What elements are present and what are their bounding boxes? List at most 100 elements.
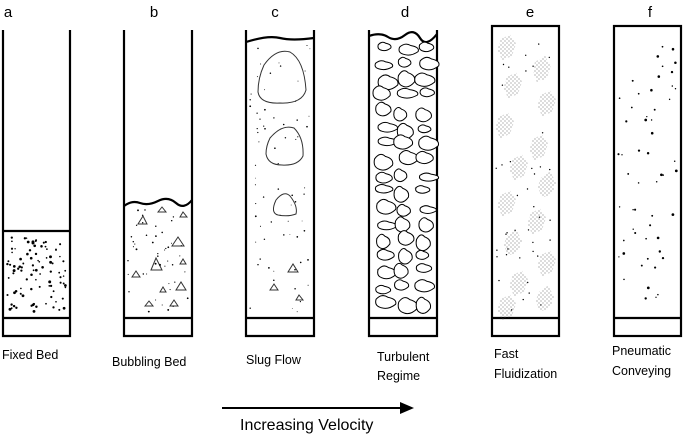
svg-text:Slug Flow: Slug Flow bbox=[246, 353, 302, 367]
particle bbox=[274, 147, 276, 149]
particle bbox=[7, 260, 10, 263]
particle bbox=[549, 239, 551, 241]
particle bbox=[301, 220, 303, 222]
particle bbox=[627, 172, 630, 175]
turbulent-void bbox=[418, 172, 440, 182]
caption-bubbling-bed: Bubbling Bed bbox=[112, 355, 186, 369]
particle bbox=[179, 255, 181, 257]
particle bbox=[19, 292, 22, 295]
particle bbox=[58, 271, 61, 274]
particle bbox=[533, 206, 535, 208]
particle bbox=[307, 259, 309, 261]
particle-cluster bbox=[498, 190, 516, 216]
particle bbox=[622, 252, 626, 255]
particle bbox=[31, 264, 35, 267]
particle bbox=[655, 181, 658, 183]
particle bbox=[44, 245, 47, 248]
particle bbox=[279, 65, 282, 67]
particle-dots bbox=[6, 236, 67, 313]
particle bbox=[509, 161, 512, 163]
particle bbox=[526, 188, 529, 190]
particle bbox=[254, 164, 257, 166]
particle bbox=[549, 168, 551, 171]
particle bbox=[299, 301, 301, 303]
turbulent-void bbox=[415, 150, 434, 165]
particle bbox=[49, 284, 53, 288]
particle bbox=[514, 229, 516, 231]
particle bbox=[297, 80, 299, 82]
panel-letter-d: d bbox=[401, 4, 409, 21]
particle bbox=[618, 97, 621, 100]
particle bbox=[668, 98, 671, 101]
particle bbox=[506, 232, 508, 234]
particle bbox=[50, 295, 53, 299]
particle bbox=[637, 182, 640, 184]
particle bbox=[296, 236, 299, 238]
particle bbox=[21, 294, 25, 298]
particle bbox=[657, 293, 659, 296]
particle bbox=[656, 236, 660, 240]
caption-fixed-bed: Fixed Bed bbox=[2, 348, 58, 362]
particle bbox=[505, 233, 507, 235]
particle bbox=[164, 249, 166, 251]
particle bbox=[650, 131, 654, 135]
turbulent-void bbox=[393, 168, 408, 183]
particle bbox=[169, 289, 171, 291]
svg-text:Fixed Bed: Fixed Bed bbox=[2, 348, 58, 362]
slug-bubble bbox=[265, 126, 304, 166]
particle bbox=[645, 237, 647, 240]
particle bbox=[502, 63, 505, 66]
particle bbox=[12, 265, 16, 268]
caption-turbulent-regime: Turbulent Regime bbox=[377, 350, 430, 383]
turbulent-void bbox=[415, 249, 430, 260]
turbulent-void bbox=[374, 60, 394, 71]
turbulent-voids bbox=[372, 41, 440, 315]
particle bbox=[172, 216, 175, 218]
particle bbox=[37, 259, 39, 262]
panel-letter-e: e bbox=[526, 4, 534, 21]
particle bbox=[30, 304, 33, 307]
particle bbox=[45, 302, 47, 305]
particle bbox=[270, 221, 272, 223]
slug-bubble bbox=[257, 50, 307, 104]
turbulent-void bbox=[415, 296, 432, 314]
particle-cluster bbox=[498, 294, 516, 320]
particle-clusters bbox=[495, 34, 556, 320]
turbulent-void bbox=[393, 262, 409, 279]
particle-cluster bbox=[533, 56, 551, 82]
particle bbox=[62, 282, 65, 285]
particle bbox=[650, 88, 653, 92]
column-slug-flow bbox=[244, 30, 316, 338]
particle bbox=[6, 293, 9, 297]
turbulent-void bbox=[375, 171, 393, 184]
particle bbox=[132, 246, 134, 248]
particle bbox=[674, 88, 677, 90]
particle bbox=[55, 248, 57, 251]
particle bbox=[155, 235, 157, 237]
particle bbox=[296, 311, 298, 313]
particle bbox=[8, 307, 12, 311]
particle bbox=[171, 264, 174, 266]
particle-cluster bbox=[538, 250, 556, 276]
particle bbox=[618, 206, 621, 208]
particle bbox=[256, 76, 258, 78]
particle bbox=[651, 214, 654, 217]
particle bbox=[254, 215, 257, 218]
particle bbox=[10, 236, 13, 239]
particle bbox=[548, 56, 550, 59]
particle bbox=[40, 245, 43, 248]
particle bbox=[528, 292, 530, 294]
particle bbox=[142, 273, 145, 275]
particle bbox=[155, 299, 157, 301]
column-pneumatic-conveying bbox=[612, 24, 683, 338]
particle bbox=[654, 266, 657, 269]
particle bbox=[644, 297, 647, 300]
particle bbox=[142, 222, 144, 224]
svg-text:Turbulent: Turbulent bbox=[377, 350, 430, 364]
particle bbox=[510, 309, 513, 311]
particle bbox=[127, 259, 129, 262]
particle bbox=[256, 112, 258, 114]
particle-cluster bbox=[528, 208, 546, 234]
particle-cluster bbox=[504, 72, 522, 98]
particle bbox=[532, 65, 534, 67]
